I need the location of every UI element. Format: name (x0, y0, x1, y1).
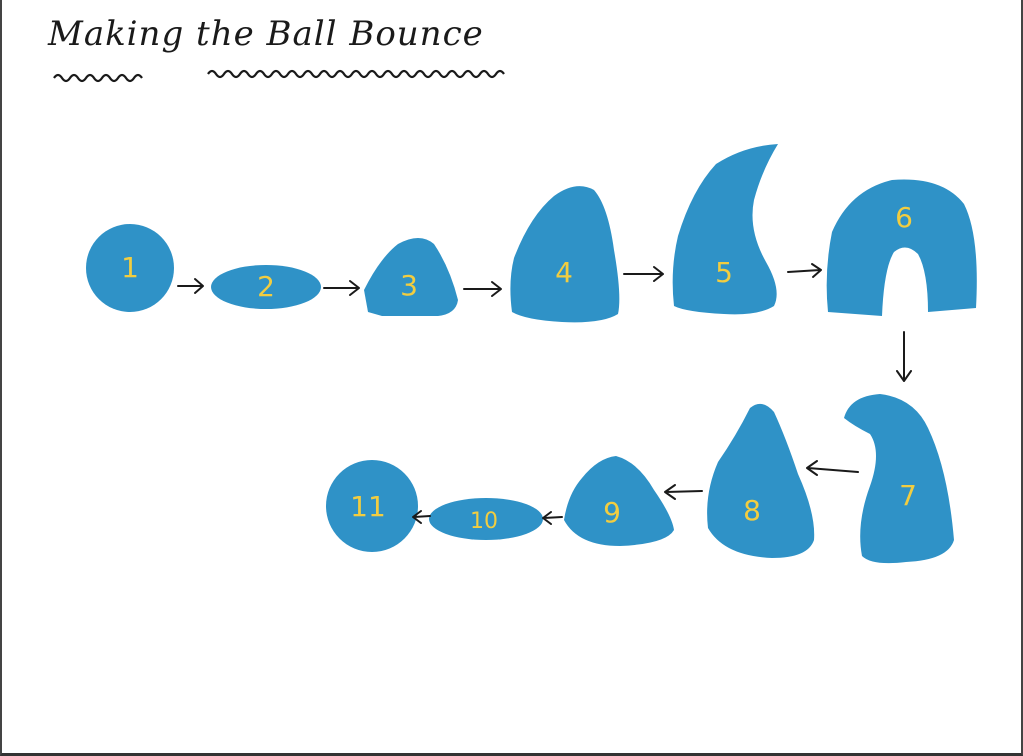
frame-label-10: 10 (470, 509, 498, 534)
arrow-8-to-9 (664, 484, 703, 500)
frame-label-2: 2 (257, 270, 275, 303)
arrow-4-to-5 (623, 266, 664, 282)
ball-frame-7 (844, 394, 954, 564)
ball-frame-4 (510, 186, 620, 323)
frame-label-4: 4 (555, 256, 573, 289)
arrow-2-to-3 (323, 280, 360, 296)
page-title: Making the Ball Bounce (48, 14, 484, 54)
frame-label-8: 8 (743, 494, 761, 527)
ball-frame-8 (707, 403, 815, 558)
ball-frame-9 (564, 456, 674, 546)
ball-frame-10 (429, 498, 543, 540)
frame-label-7: 7 (899, 479, 917, 512)
frame-label-11: 11 (350, 490, 386, 523)
arrow-10-to-11 (412, 510, 431, 524)
title-underline-2 (207, 69, 505, 79)
ball-frame-5 (672, 144, 778, 315)
frame-label-6: 6 (895, 201, 913, 234)
ball-frame-3 (364, 238, 458, 316)
frame-label-5: 5 (715, 256, 733, 289)
frame-label-3: 3 (400, 269, 418, 302)
frame-label-9: 9 (603, 496, 621, 529)
arrow-5-to-6 (787, 263, 822, 278)
ball-frame-1 (86, 224, 174, 312)
arrow-3-to-4 (463, 281, 502, 297)
ball-frame-11 (326, 460, 418, 552)
ball-frame-6 (826, 179, 977, 316)
frame-label-1: 1 (121, 251, 139, 284)
arrow-6-to-7 (896, 331, 912, 382)
arrow-7-to-8 (806, 460, 859, 476)
title-underline-1 (53, 73, 143, 83)
ball-frame-2 (211, 265, 321, 309)
arrow-9-to-10 (542, 511, 563, 525)
arrow-1-to-2 (177, 278, 204, 294)
